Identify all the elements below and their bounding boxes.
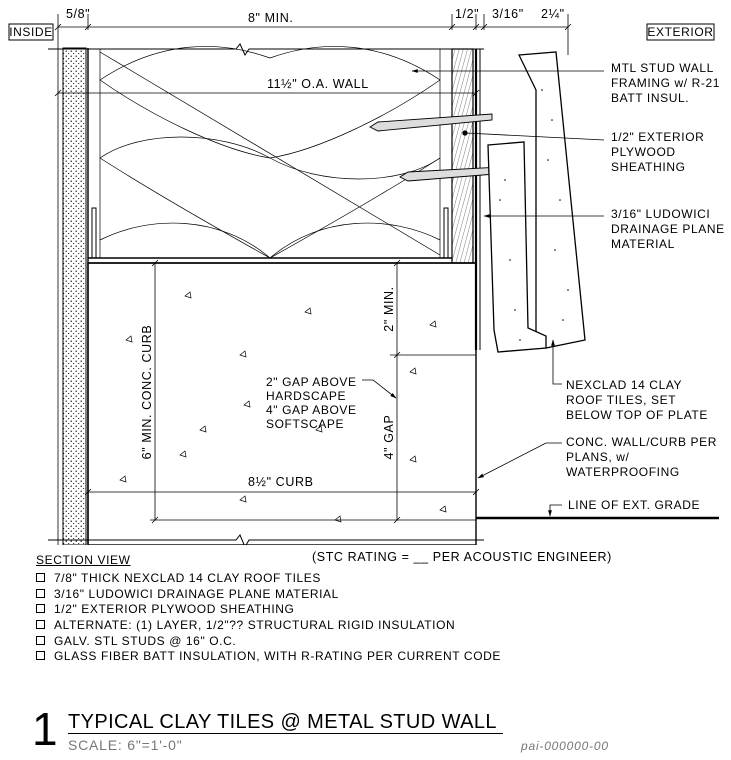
callout-plywood-2: PLYWOOD bbox=[611, 145, 676, 159]
callout-tiles-2: ROOF TILES, SET bbox=[566, 393, 676, 407]
svg-text:INSIDE: INSIDE bbox=[9, 25, 53, 39]
note-item: GLASS FIBER BATT INSULATION, WITH R-RATI… bbox=[36, 649, 501, 665]
callout-stud-1: MTL STUD WALL bbox=[611, 61, 714, 75]
dim-three-sixteenths: 3/16" bbox=[492, 7, 524, 21]
checkbox-icon bbox=[36, 651, 45, 661]
notes-list: 7/8" THICK NEXCLAD 14 CLAY ROOF TILES 3/… bbox=[36, 571, 501, 665]
concrete-aggregate bbox=[119, 291, 447, 523]
checkbox-icon bbox=[36, 573, 45, 582]
note-item: 7/8" THICK NEXCLAD 14 CLAY ROOF TILES bbox=[36, 571, 501, 587]
dim-gap-2min: 2" MIN. bbox=[382, 286, 396, 331]
dim-gap-4: 4" GAP bbox=[382, 415, 396, 460]
gap-4-dimension bbox=[393, 355, 401, 524]
notes-heading: SECTION VIEW bbox=[36, 553, 131, 567]
detail-code: pai-000000-00 bbox=[521, 739, 609, 753]
checkbox-icon bbox=[36, 588, 45, 598]
bottom-break-line bbox=[48, 534, 484, 545]
checkbox-icon bbox=[36, 604, 45, 614]
note-item: GALV. STL STUDS @ 16" O.C. bbox=[36, 634, 501, 650]
callout-stud-2: FRAMING w/ R-21 bbox=[611, 76, 720, 90]
section-drawing: INSIDE EXTERIOR 5/8" 8" MIN. 1/2" 3/16" … bbox=[8, 7, 725, 545]
dim-curb-width: 8½" CURB bbox=[248, 475, 314, 489]
dim-half-inch: 1/2" bbox=[455, 7, 479, 21]
gypsum-board bbox=[62, 47, 87, 545]
callout-tiles-1: NEXCLAD 14 CLAY bbox=[566, 378, 682, 392]
curb-width-dimension bbox=[84, 488, 480, 496]
concrete-curb bbox=[87, 262, 477, 545]
gap-note-line-4: SOFTSCAPE bbox=[266, 417, 344, 431]
note-item: ALTERNATE: (1) LAYER, 1/2"?? STRUCTURAL … bbox=[36, 618, 501, 634]
detail-title: TYPICAL CLAY TILES @ METAL STUD WALL bbox=[68, 711, 503, 734]
dim-five-eighths: 5/8" bbox=[66, 7, 90, 21]
dim-oa-wall: 11½" O.A. WALL bbox=[267, 77, 369, 91]
callout-tiles-3: BELOW TOP OF PLATE bbox=[566, 408, 708, 422]
checkbox-icon bbox=[36, 620, 45, 630]
callout-grade: LINE OF EXT. GRADE bbox=[568, 498, 700, 512]
gap-2min-dimension bbox=[390, 259, 476, 359]
callout-curb-1: CONC. WALL/CURB PER bbox=[566, 435, 717, 449]
dim-two-quarter: 2¼" bbox=[541, 7, 565, 21]
callout-curb-3: WATERPROOFING bbox=[566, 465, 680, 479]
stc-rating: (STC RATING = __ PER ACOUSTIC ENGINEER) bbox=[312, 550, 612, 564]
gap-note-line-2: HARDSCAPE bbox=[266, 389, 346, 403]
clay-tiles bbox=[487, 51, 586, 353]
detail-scale: SCALE: 6"=1'-0" bbox=[68, 737, 183, 753]
callout-stud-3: BATT INSUL. bbox=[611, 91, 689, 105]
plywood-sheathing bbox=[451, 48, 474, 264]
bottom-track bbox=[88, 207, 476, 264]
detail-number: 1 bbox=[32, 703, 58, 755]
batt-insulation bbox=[99, 46, 441, 259]
svg-text:EXTERIOR: EXTERIOR bbox=[647, 25, 713, 39]
top-break-line bbox=[48, 43, 484, 57]
tile-speckle bbox=[499, 89, 569, 341]
inside-tag: INSIDE bbox=[8, 23, 54, 41]
callout-drainage-1: 3/16" LUDOWICI bbox=[611, 207, 710, 221]
gap-note-line-1: 2" GAP ABOVE bbox=[266, 375, 357, 389]
top-dimensions bbox=[54, 14, 572, 545]
callout-plywood-1: 1/2" EXTERIOR bbox=[611, 130, 704, 144]
section-notes: SECTION VIEW 7/8" THICK NEXCLAD 14 CLAY … bbox=[36, 553, 501, 665]
curb-height-dimension bbox=[150, 259, 476, 524]
note-item: 3/16" LUDOWICI DRAINAGE PLANE MATERIAL bbox=[36, 587, 501, 603]
callout-drainage-3: MATERIAL bbox=[611, 237, 675, 251]
dim-8-min: 8" MIN. bbox=[248, 11, 293, 25]
exterior-tag: EXTERIOR bbox=[646, 23, 715, 41]
callout-plywood-3: SHEATHING bbox=[611, 160, 686, 174]
callout-drainage-2: DRAINAGE PLANE bbox=[611, 222, 725, 236]
note-item: 1/2" EXTERIOR PLYWOOD SHEATHING bbox=[36, 602, 501, 618]
callout-curb-2: PLANS, w/ bbox=[566, 450, 629, 464]
gap-note-line-3: 4" GAP ABOVE bbox=[266, 403, 357, 417]
checkbox-icon bbox=[36, 635, 45, 645]
dim-curb-height: 6" MIN. CONC. CURB bbox=[140, 325, 154, 460]
